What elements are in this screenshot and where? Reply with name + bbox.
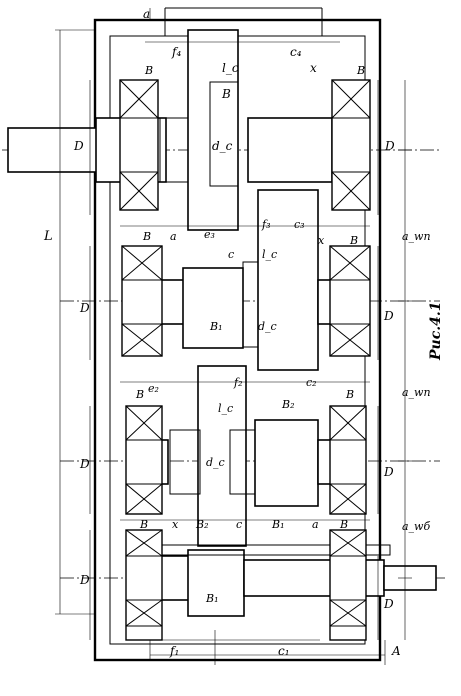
dimension-lines — [55, 8, 412, 665]
label-b-top-right: B — [356, 64, 365, 77]
label-dc-low: d_c — [206, 456, 225, 469]
label-a-mid: a — [170, 230, 177, 243]
label-a-dimension: A — [391, 644, 401, 658]
label-f1: f₁ — [169, 644, 179, 658]
bearing-4-left — [125, 529, 163, 641]
label-c3: c₃ — [294, 218, 305, 231]
label-lc-mid: l_c — [262, 248, 277, 261]
bearing-3-right — [329, 405, 367, 515]
label-aw-top: a_wп — [402, 230, 431, 243]
label-aw-mid: a_wп — [402, 386, 431, 399]
label-f2: f₂ — [233, 376, 242, 389]
label-lc-low: l_c — [218, 402, 233, 415]
label-c-low: c — [236, 518, 242, 531]
label-b1-low: B₁ — [271, 518, 285, 531]
label-b-left-4: B — [139, 518, 148, 531]
label-b-top-left: B — [144, 64, 153, 77]
input-shaft-end — [7, 127, 99, 173]
label-dc-mid: d_c — [258, 320, 277, 333]
bearing-2-left — [121, 245, 163, 357]
label-x-top: x — [310, 61, 317, 75]
housing-outer-wall — [93, 18, 382, 662]
label-d-left-top: D — [73, 139, 84, 153]
label-x-low: x — [172, 518, 179, 531]
label-c1: c₁ — [278, 644, 290, 658]
gear-2-hub — [182, 267, 244, 349]
label-a-top: a — [143, 7, 150, 21]
gear-4-hub — [187, 549, 245, 617]
gear-1 — [187, 29, 239, 231]
label-b1-mid: B₁ — [209, 320, 223, 333]
label-b2-mid: B₂ — [281, 398, 295, 411]
label-d-right-mid: D — [383, 309, 394, 323]
figure-caption: Рис.4.1 — [428, 302, 444, 361]
label-aw-low: a_wб — [402, 520, 430, 533]
label-b-mid-left: B — [142, 230, 151, 243]
label-dc-top: d_c — [212, 139, 233, 153]
bearing-1-left — [119, 79, 159, 211]
label-c-mid: c — [228, 248, 234, 261]
label-d-left-low: D — [79, 457, 90, 471]
label-b-right-4: B — [339, 518, 348, 531]
gear-3-pinion — [254, 419, 319, 507]
label-e2: e₂ — [148, 382, 159, 395]
bearings — [119, 79, 371, 641]
label-b-right-3: B — [345, 388, 354, 401]
label-b-top: B — [221, 87, 231, 101]
labels: a f₄ c₄ x l_c B d_c B B D D L a_wп e₃ f₃… — [43, 7, 444, 658]
label-f4: f₄ — [171, 45, 181, 59]
gear-2 — [257, 189, 319, 371]
bearing-4-right — [329, 529, 367, 641]
label-c4: c₄ — [290, 45, 302, 59]
bearing-2-right — [329, 245, 371, 357]
label-d-right-bot: D — [383, 597, 394, 611]
label-x-mid: x — [318, 234, 325, 247]
label-lc-top: l_c — [222, 61, 239, 75]
label-d-right-top: D — [384, 139, 395, 153]
bearing-3-left — [125, 405, 163, 515]
label-d-left-bot: D — [79, 573, 90, 587]
bearing-1-right — [331, 79, 371, 211]
label-d-left-mid: D — [79, 301, 90, 315]
label-b-mid-right: B — [349, 234, 358, 247]
label-c2: c₂ — [306, 376, 317, 389]
label-b-left-3: B — [135, 388, 144, 401]
label-d-right-low: D — [383, 465, 394, 479]
gear-3 — [197, 365, 247, 547]
label-b1-bot: B₁ — [205, 592, 219, 605]
label-f3: f₃ — [261, 218, 270, 231]
label-l: L — [43, 229, 53, 244]
label-a-low: a — [312, 518, 319, 531]
label-e3: e₃ — [204, 228, 215, 241]
label-b2-low: B₂ — [195, 518, 209, 531]
